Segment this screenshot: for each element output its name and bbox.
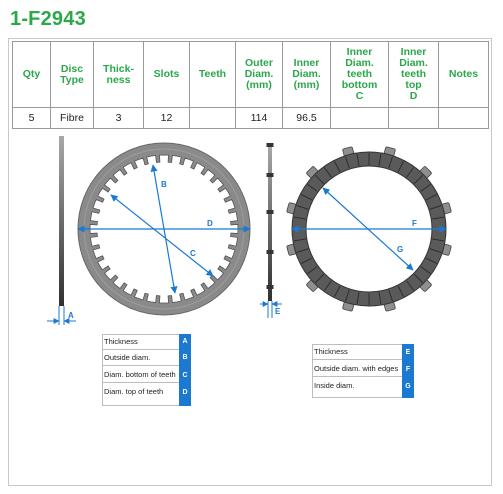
legend-letter-c: C (182, 372, 188, 379)
legend-letter-f: F (405, 366, 411, 373)
dimension-g-line (322, 187, 414, 271)
label-d: D (207, 219, 213, 228)
friction-disc-side-view: E (260, 143, 282, 318)
legend-left-item: Outside diam. (102, 350, 179, 366)
friction-segment-groove (356, 153, 360, 166)
friction-segment-groove (334, 161, 341, 173)
legend-left-item: Diam. top of teeth (104, 387, 164, 396)
friction-segment-groove (432, 216, 445, 220)
friction-segment-groove (356, 292, 360, 305)
friction-segment-groove (388, 156, 393, 169)
friction-segment-groove (314, 174, 325, 185)
friction-segment-groove (406, 280, 415, 291)
friction-segment-groove (425, 257, 437, 264)
friction-segment-groove (378, 292, 382, 305)
friction-segment-groove (425, 194, 437, 201)
friction-segment-groove (420, 183, 431, 192)
dimension-c-line (110, 194, 214, 277)
friction-segment-groove (323, 280, 332, 291)
label-e: E (275, 307, 281, 316)
friction-segment-groove (429, 205, 442, 210)
friction-segment-groove (293, 216, 306, 220)
friction-segment-groove (413, 174, 424, 185)
friction-segment-groove (345, 289, 350, 302)
friction-segment-groove (429, 248, 442, 253)
friction-segment-groove (301, 257, 313, 264)
legend-letter-g: G (405, 383, 411, 390)
friction-segment-groove (397, 161, 404, 173)
header-qty: Qty (12, 41, 51, 108)
steel-plate-front-view: B C D (77, 142, 251, 316)
legend-letter-a: A (182, 338, 188, 345)
friction-segment-groove (296, 205, 309, 210)
cell-notes (438, 107, 489, 129)
content-frame (8, 38, 492, 486)
table-row: 5 Fibre 3 12 114 96.5 (12, 107, 489, 129)
legend-right: Thickness Outside diam. with edges Insid… (312, 344, 414, 398)
legend-left-item: Thickness (102, 334, 179, 350)
legend-right-item: Inside diam. (314, 381, 355, 390)
friction-segment-groove (301, 194, 313, 201)
legend-letter-b: B (182, 354, 188, 361)
friction-segment-groove (345, 156, 350, 169)
friction-segment-groove (293, 238, 306, 242)
legend-right-item: Thickness (312, 344, 402, 360)
legend-letter-d: D (182, 389, 188, 396)
friction-segment-groove (307, 266, 318, 275)
part-number-title: 1-F2943 (10, 8, 86, 30)
friction-segment-groove (432, 238, 445, 242)
label-f: F (412, 219, 417, 228)
label-a: A (68, 311, 74, 320)
label-c: C (190, 249, 196, 258)
friction-segment-groove (388, 289, 393, 302)
label-b: B (161, 180, 167, 189)
friction-segment-groove (413, 273, 424, 284)
legend-left-item: Diam. bottom of teeth (102, 367, 179, 383)
cell-thickness: 3 (93, 107, 144, 129)
label-g: G (397, 245, 403, 254)
friction-segment-groove (378, 153, 382, 166)
friction-segment-groove (334, 285, 341, 297)
friction-segment-groove (307, 183, 318, 192)
steel-plate-side-view: A (47, 136, 76, 325)
legend-left: Thickness Outside diam. Diam. bottom of … (102, 334, 191, 406)
friction-segment-groove (406, 167, 415, 178)
friction-segment-groove (296, 248, 309, 253)
friction-disc-front-view: F G (286, 146, 452, 312)
friction-segment-groove (314, 273, 325, 284)
friction-segment-groove (397, 285, 404, 297)
legend-letter-e: E (405, 349, 411, 356)
legend-right-item: Outside diam. with edges (312, 361, 402, 377)
friction-segment-groove (323, 167, 332, 178)
friction-segment-groove (420, 266, 431, 275)
